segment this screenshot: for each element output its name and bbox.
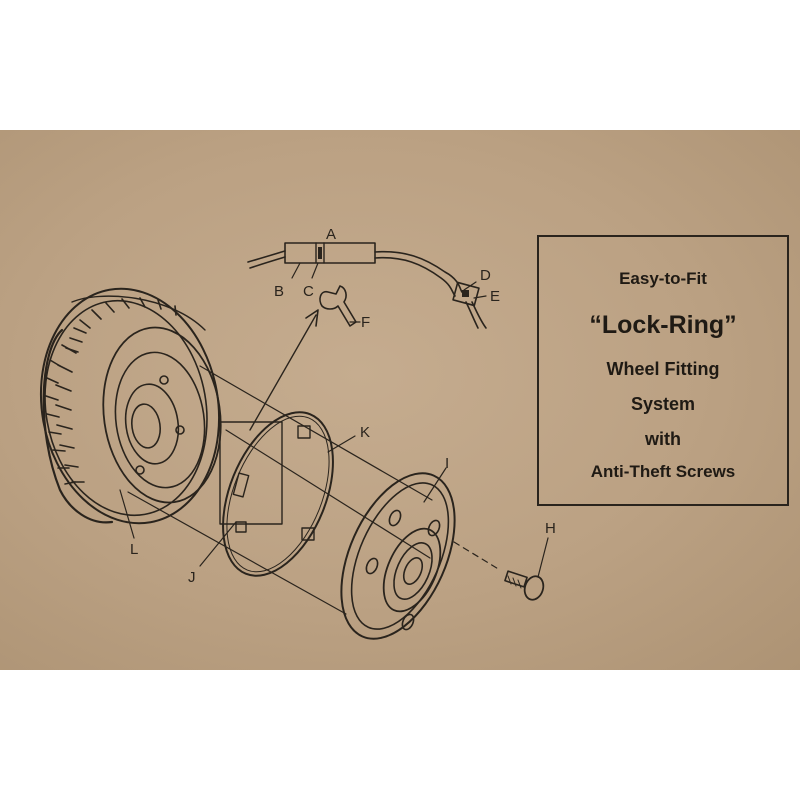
product-info-box: Easy-to-Fit “Lock-Ring” Wheel Fitting Sy… [537,235,789,506]
part-letters: A B C D E F H I J K L [130,226,556,586]
cable-assembly [247,242,487,329]
product-desc-line-1: Wheel Fitting [606,359,720,379]
label-j: J [188,569,196,586]
detail-callout [219,309,319,525]
cardboard-panel: A B C D E F H I J K L Easy-to-Fit “Lock-… [0,130,800,670]
label-i: I [445,455,449,472]
label-a: A [326,226,336,243]
anti-theft-screw [504,570,545,601]
label-h: H [545,520,556,537]
product-desc-line-2: System [630,394,696,414]
label-l: L [130,541,138,558]
label-k: K [360,424,370,441]
wrench-icon [319,285,357,327]
tyre-illustration [39,287,222,525]
product-desc-line-3: with [645,429,681,449]
product-desc-line-4: Anti-Theft Screws [590,462,736,481]
label-e: E [490,288,500,305]
wheel-trim [340,472,501,640]
label-f: F [361,314,370,331]
label-c: C [303,283,314,300]
tagline-easy-to-fit: Easy-to-Fit [619,269,707,288]
label-b: B [274,283,284,300]
product-name: “Lock-Ring” [589,311,737,339]
exploded-wheel-diagram: A B C D E F H I J K L [39,226,556,640]
lock-ring [222,411,334,577]
leader-lines [119,262,549,578]
label-d: D [480,267,491,284]
